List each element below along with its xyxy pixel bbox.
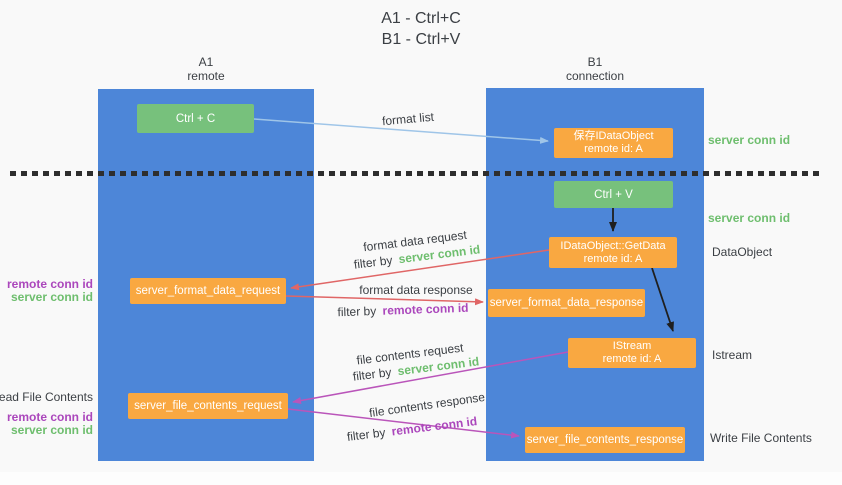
filter-by-remote-conn-id-annotation-2: filter by remote conn id [346, 414, 478, 444]
read-file-contents-label-group: Read File Contents remote conn id server… [0, 391, 93, 437]
diagram-title: A1 - Ctrl+C B1 - Ctrl+V [0, 8, 842, 50]
column-header-b1: B1 connection [486, 55, 704, 83]
istream-line1: IStream [612, 340, 652, 352]
remote-conn-id-text: remote conn id [390, 414, 478, 439]
istream-side-label: Istream [712, 348, 753, 362]
ctrl-c-box: Ctrl + C [137, 104, 254, 133]
save-idataobject-box: 保存IDataObject remote id: A [554, 128, 673, 158]
server-file-contents-request-box: server_file_contents_request [128, 393, 288, 419]
server-conn-id-label: server conn id [10, 423, 93, 437]
istream-box: IStream remote id: A [568, 338, 696, 368]
getdata-line1: IDataObject::GetData [560, 239, 666, 252]
getdata-line2: remote id: A [583, 252, 643, 265]
save-idataobject-line2: remote id: A [584, 143, 643, 155]
format-list-annotation: format list [381, 109, 435, 129]
bottom-strip [0, 472, 842, 485]
server-conn-id-label: server conn id [10, 290, 93, 304]
server-conn-id-label-mid-right: server conn id [708, 211, 791, 225]
column-a1-role: remote [187, 69, 225, 83]
ctrl-c-label: Ctrl + C [175, 112, 216, 125]
conn-id-label-group-left-1: remote conn id server conn id [7, 278, 93, 304]
column-a1-name: A1 [198, 55, 214, 69]
title-line-1: A1 - Ctrl+C [381, 10, 461, 27]
idataobject-getdata-box: IDataObject::GetData remote id: A [549, 237, 677, 268]
title-line-2: B1 - Ctrl+V [381, 31, 461, 48]
filter-by-text: filter by [353, 253, 394, 272]
filter-by-text: filter by [346, 425, 387, 444]
server-file-contents-request-label: server_file_contents_request [134, 400, 282, 412]
filter-by-text: filter by [352, 365, 393, 384]
column-header-a1: A1 remote [98, 55, 314, 83]
session-divider-dotted-line [10, 171, 822, 176]
filter-by-remote-conn-id-annotation-1: filter by remote conn id [337, 301, 468, 320]
server-file-contents-response-box: server_file_contents_response [525, 427, 685, 453]
read-file-contents-label: Read File Contents [0, 390, 93, 404]
server-conn-id-label-top-right: server conn id [708, 133, 791, 147]
server-file-contents-response-label: server_file_contents_response [526, 434, 684, 446]
remote-conn-id-text: remote conn id [382, 300, 469, 318]
write-file-contents-label: Write File Contents [710, 431, 812, 445]
server-format-data-response-box: server_format_data_response [488, 289, 645, 317]
filter-by-text: filter by [337, 303, 377, 320]
format-data-response-annotation: format data response [359, 283, 473, 297]
istream-line2: remote id: A [602, 353, 662, 365]
save-idataobject-line1: 保存IDataObject [573, 130, 654, 142]
server-format-data-response-label: server_format_data_response [489, 297, 644, 309]
remote-conn-id-label: remote conn id [6, 410, 93, 424]
ctrl-v-box: Ctrl + V [554, 181, 673, 208]
ctrl-v-label: Ctrl + V [594, 188, 633, 201]
remote-conn-id-label: remote conn id [6, 277, 93, 291]
column-b1-role: connection [565, 69, 625, 83]
dataobject-label: DataObject [712, 245, 773, 259]
server-format-data-request-box: server_format_data_request [130, 278, 286, 304]
server-format-data-request-label: server_format_data_request [135, 285, 281, 297]
column-b1-name: B1 [587, 55, 603, 69]
